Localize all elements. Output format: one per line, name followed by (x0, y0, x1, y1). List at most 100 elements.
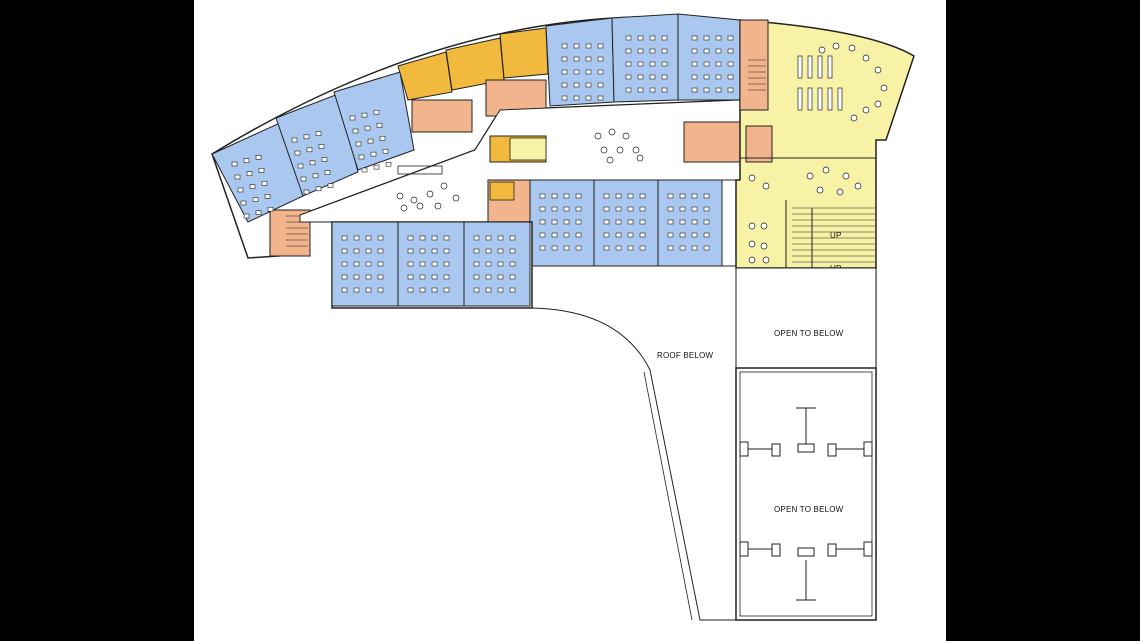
classroom-desk (443, 248, 450, 254)
lounge-table (410, 196, 418, 204)
classroom-desk (715, 48, 722, 54)
classroom-desk (419, 261, 426, 267)
classroom-desk (691, 61, 698, 67)
classroom-desk (615, 245, 622, 251)
lounge-table (822, 166, 830, 174)
lounge-table (850, 114, 858, 122)
classroom-desk (563, 232, 570, 238)
lounge-table (862, 106, 870, 114)
classroom-desk (365, 287, 372, 293)
classroom-inner-2 (593, 179, 659, 267)
classroom-desk (243, 213, 250, 219)
east-commons: UP UP (735, 19, 915, 273)
classroom-desk (561, 56, 568, 62)
main-stair (792, 207, 876, 268)
classroom-desk (341, 261, 348, 267)
classroom-desk (539, 219, 546, 225)
lounge-table (440, 182, 448, 190)
classroom-arc-5 (611, 13, 679, 103)
office-4 (489, 181, 515, 201)
classroom-desk (485, 274, 492, 280)
classroom-desk (443, 235, 450, 241)
classroom-desk (703, 245, 710, 251)
classroom-desk (585, 95, 592, 101)
classroom-desk (561, 82, 568, 88)
classroom-desk (291, 137, 298, 143)
lounge-table (880, 84, 888, 92)
classroom-desk (661, 48, 668, 54)
classroom-desk (324, 170, 331, 175)
classroom-desk (727, 87, 734, 93)
classroom-desk (255, 210, 262, 215)
classroom-desk (597, 56, 604, 62)
classroom-desk (352, 128, 359, 134)
classroom-desk (615, 193, 622, 199)
classroom-desk (649, 74, 656, 80)
classroom-desk (243, 158, 250, 163)
classroom-desk (625, 87, 632, 93)
classroom-desk (365, 248, 372, 254)
classroom-desk (252, 197, 259, 202)
lounge-table (616, 146, 624, 154)
classroom-desk (539, 245, 546, 251)
classroom-arc-4 (545, 17, 615, 107)
lounge-table (874, 66, 882, 74)
classroom-desk (407, 287, 414, 293)
classroom-desk (649, 87, 656, 93)
classroom-desk (575, 245, 582, 251)
classroom-desk (715, 87, 722, 93)
open-to-below-upper (735, 267, 877, 369)
classroom-desk (377, 274, 384, 280)
open-to-below-label-upper: OPEN TO BELOW (774, 329, 844, 338)
lounge-table (760, 242, 768, 250)
classroom-desk (563, 219, 570, 225)
classroom-desk (691, 87, 698, 93)
classroom-desk (485, 261, 492, 267)
classroom-desk (703, 74, 710, 80)
classroom-desk (661, 74, 668, 80)
classroom-desk (497, 274, 504, 280)
classroom-desk (679, 245, 686, 251)
classroom-desk (585, 69, 592, 75)
classroom-desk (649, 61, 656, 67)
classroom-inner-3 (657, 179, 723, 267)
lounge-table (818, 46, 826, 54)
classroom-desk (349, 115, 356, 121)
classroom-desk (485, 287, 492, 293)
classroom-desk (661, 87, 668, 93)
lounge-table (854, 182, 862, 190)
classroom-desk (377, 261, 384, 267)
open-to-below-label-lower: OPEN TO BELOW (774, 505, 844, 514)
classroom-desk (240, 200, 247, 206)
classroom-desk (539, 206, 546, 212)
corridor-bench (397, 165, 443, 175)
stair-core-north (739, 19, 769, 111)
classroom-desk (691, 219, 698, 225)
classroom-desk (353, 248, 360, 254)
classroom-desk (379, 135, 386, 141)
roof-below-label: ROOF BELOW (657, 351, 713, 360)
classroom-desk (341, 274, 348, 280)
lounge-table (748, 222, 756, 230)
classroom-desk (509, 235, 516, 241)
classroom-desk (715, 61, 722, 67)
classroom-desk (407, 248, 414, 254)
classroom-desk (485, 248, 492, 254)
classroom-desk (715, 35, 722, 41)
classroom-desk (639, 232, 646, 238)
classroom-desk (615, 219, 622, 225)
classroom-desk (563, 193, 570, 199)
classroom-desk (443, 261, 450, 267)
classroom-arc-3 (333, 71, 415, 171)
classroom-desk (431, 274, 438, 280)
classroom-desk (639, 245, 646, 251)
support-room-1 (411, 99, 473, 133)
classroom-desk (727, 48, 734, 54)
classroom-desk (627, 245, 634, 251)
classroom-desk (300, 176, 307, 182)
library-shelving (797, 55, 843, 111)
classroom-desk (443, 274, 450, 280)
classroom-desk (365, 274, 372, 280)
classroom-desk (377, 287, 384, 293)
